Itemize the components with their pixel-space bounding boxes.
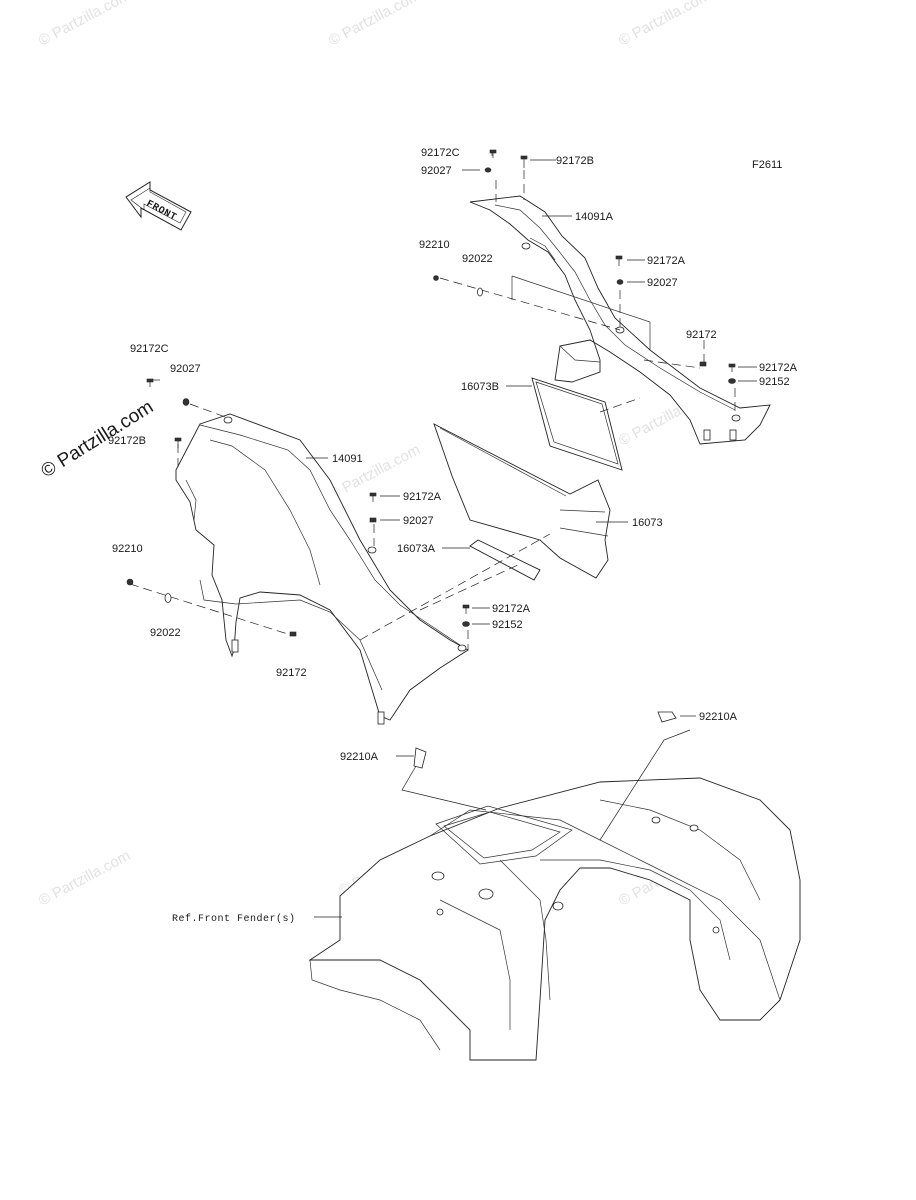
label-92027: 92027 bbox=[403, 515, 434, 527]
label-92172a: 92172A bbox=[492, 603, 531, 615]
label-ref-front-fender: Ref.Front Fender(s) bbox=[172, 913, 296, 925]
label-92022: 92022 bbox=[462, 253, 493, 265]
label-92172: 92172 bbox=[276, 667, 307, 679]
label-92172a: 92172A bbox=[759, 362, 798, 374]
label-16073a: 16073A bbox=[397, 543, 436, 555]
pad-16073a bbox=[469, 539, 541, 581]
label-92210a: 92210A bbox=[340, 751, 379, 763]
label-92172c: 92172C bbox=[421, 147, 460, 159]
label-16073: 16073 bbox=[632, 517, 663, 529]
label-92152: 92152 bbox=[492, 619, 523, 631]
label-92172a: 92172A bbox=[403, 491, 442, 503]
label-92022: 92022 bbox=[150, 627, 181, 639]
label-92172b: 92172B bbox=[108, 435, 146, 447]
front-fender-reference bbox=[308, 777, 801, 1061]
side-cover-14091 bbox=[175, 413, 469, 725]
label-14091: 14091 bbox=[332, 453, 363, 465]
watermark: © Partzilla.com bbox=[36, 0, 133, 50]
cover-16073 bbox=[433, 423, 611, 579]
leader-lines bbox=[129, 152, 757, 918]
label-92172c: 92172C bbox=[130, 343, 169, 355]
label-92027: 92027 bbox=[170, 363, 201, 375]
label-92027: 92027 bbox=[647, 277, 678, 289]
figure-code: F2611 bbox=[752, 159, 782, 171]
label-92172a: 92172A bbox=[647, 255, 686, 267]
part-labels: 92172C 92027 92172B 14091A 92210 92022 9… bbox=[108, 147, 798, 925]
label-92152: 92152 bbox=[759, 376, 790, 388]
watermark: © Partzilla.com bbox=[36, 847, 133, 909]
hardware bbox=[126, 149, 736, 769]
label-92172: 92172 bbox=[686, 329, 717, 341]
label-14091a: 14091A bbox=[575, 211, 614, 223]
front-direction-arrow: FRONT bbox=[125, 181, 192, 231]
label-92027: 92027 bbox=[421, 165, 452, 177]
watermark: © Partzilla.com bbox=[616, 0, 713, 50]
watermark: © Partzilla.com bbox=[326, 0, 423, 50]
label-92172b: 92172B bbox=[556, 155, 594, 167]
label-92210: 92210 bbox=[112, 543, 143, 555]
label-92210: 92210 bbox=[419, 239, 450, 251]
label-92210a: 92210A bbox=[699, 711, 738, 723]
label-16073b: 16073B bbox=[461, 381, 499, 393]
pad-16073b bbox=[531, 377, 623, 471]
side-cover-14091a bbox=[469, 195, 771, 445]
